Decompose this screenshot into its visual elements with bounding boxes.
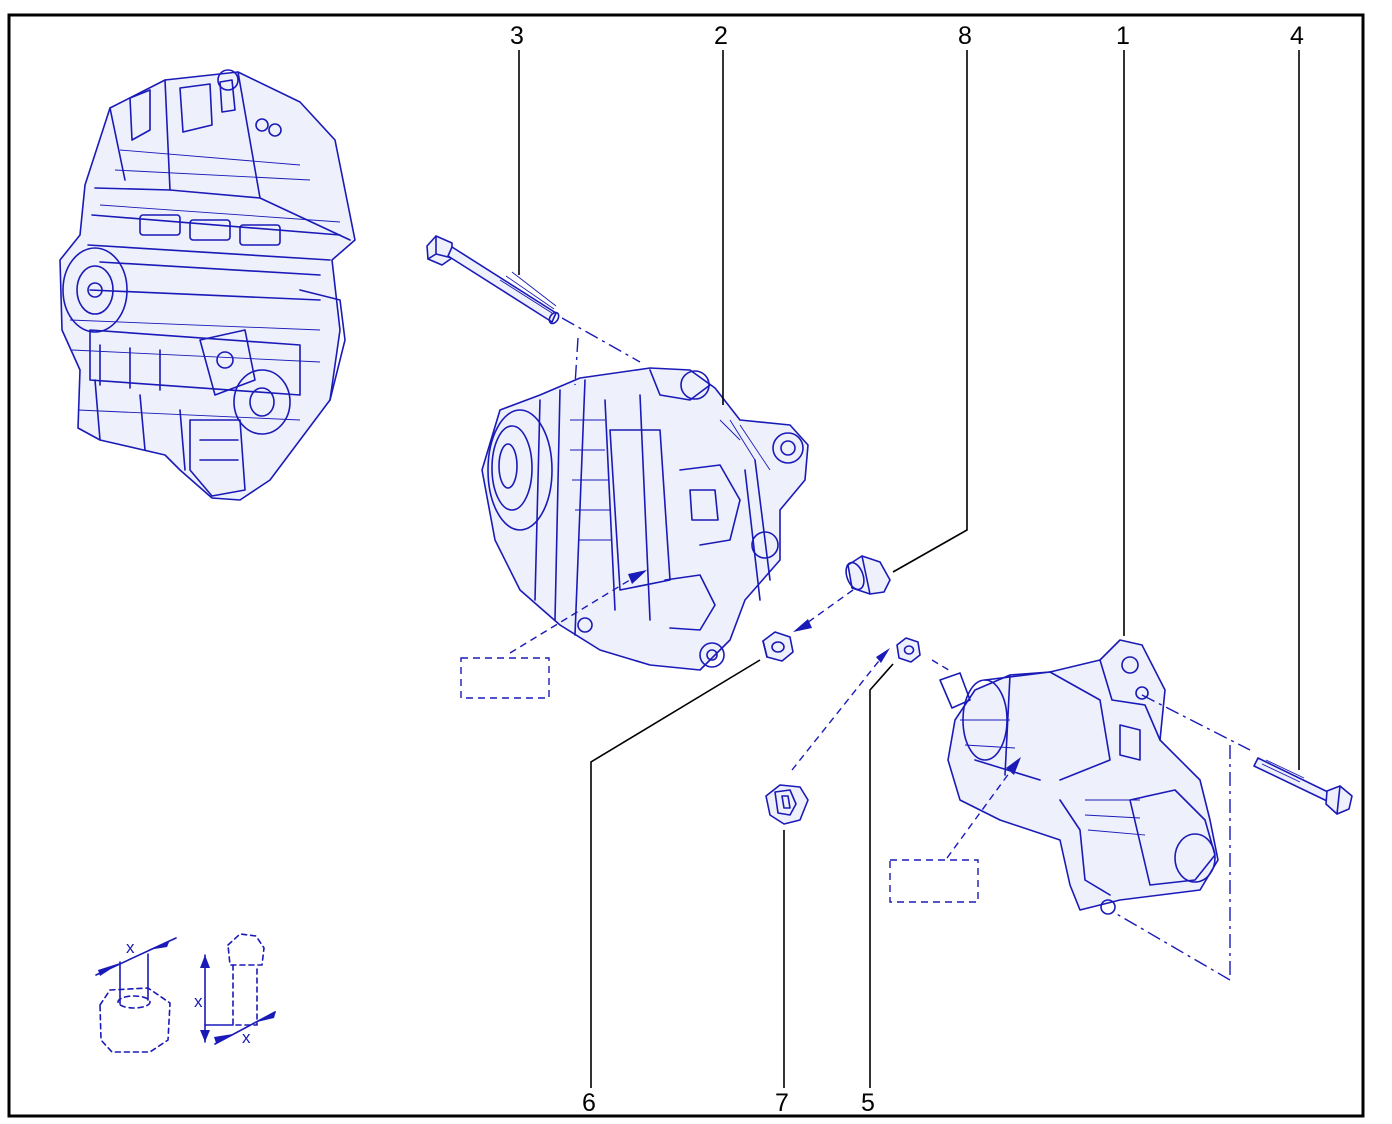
dimension-legend: x x x <box>95 933 276 1053</box>
starter-nut-5 <box>896 637 921 663</box>
callout-8: 8 <box>958 22 972 50</box>
alternator-nut-6 <box>762 631 794 662</box>
nut-dimension-label: x <box>126 938 135 957</box>
assembly-guide-lines <box>460 317 1251 981</box>
nut-symbol <box>95 937 177 1053</box>
alternator-bolt-3 <box>426 235 560 325</box>
callout-6: 6 <box>582 1089 596 1117</box>
diagram-frame <box>7 13 1365 1118</box>
callout-2: 2 <box>714 22 728 50</box>
callout-4: 4 <box>1290 22 1304 50</box>
callouts: 3 2 8 1 4 6 7 5 <box>510 22 1304 1117</box>
callout-1: 1 <box>1116 22 1130 50</box>
bolt-length-label: x <box>194 992 203 1011</box>
callout-5: 5 <box>861 1089 875 1117</box>
engine-assembly-illustration <box>59 69 356 501</box>
callout-7: 7 <box>775 1089 789 1117</box>
terminal-cover-7 <box>765 784 809 825</box>
starter-motor-1 <box>939 639 1219 915</box>
bolt-symbol <box>200 933 276 1045</box>
starter-bolt-4 <box>1253 757 1353 815</box>
bolt-thread-label: x <box>242 1028 251 1047</box>
callout-3: 3 <box>510 22 524 50</box>
alternator-2 <box>481 367 809 671</box>
terminal-cap-8 <box>845 555 891 595</box>
